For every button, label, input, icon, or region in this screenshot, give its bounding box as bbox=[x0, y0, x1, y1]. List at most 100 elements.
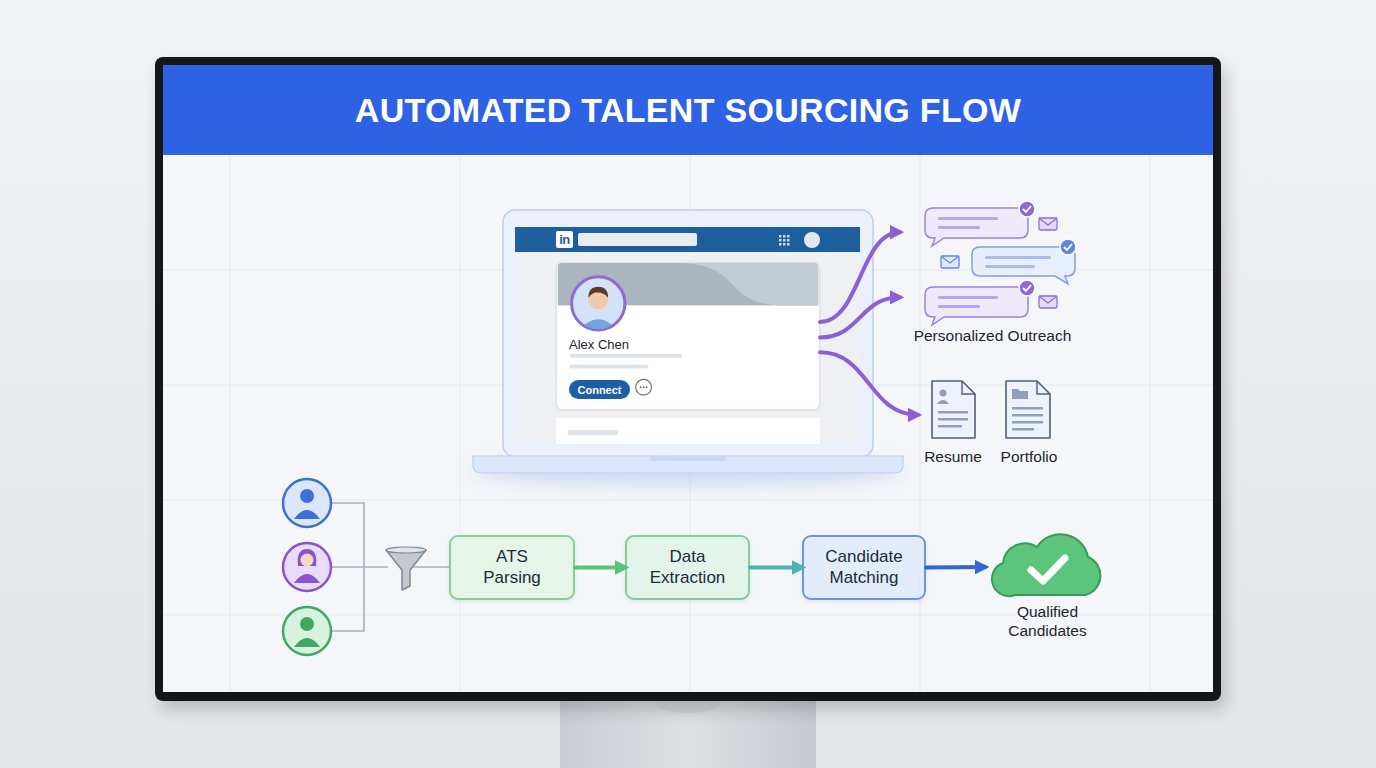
person-head bbox=[301, 554, 314, 567]
flow-arrow bbox=[750, 566, 802, 570]
message-line bbox=[938, 226, 980, 229]
grid-dot bbox=[779, 243, 782, 246]
message-bubble bbox=[925, 287, 1028, 325]
grid-line bbox=[230, 155, 231, 692]
grid-dot bbox=[787, 235, 790, 238]
person-icon bbox=[283, 607, 331, 655]
flow-arrow bbox=[820, 352, 918, 415]
outreach-group-art bbox=[900, 195, 1085, 350]
envelope-icon bbox=[1039, 296, 1057, 308]
node-text: Qualified Candidates bbox=[985, 603, 1110, 640]
source-wire bbox=[331, 567, 364, 631]
avatar-figure bbox=[578, 287, 619, 332]
funnel-body bbox=[386, 550, 426, 590]
next-card bbox=[556, 418, 820, 444]
source-wires bbox=[331, 503, 449, 631]
grid-dot bbox=[787, 243, 790, 246]
profile-card: Alex ChenConnect bbox=[556, 262, 820, 410]
text-line bbox=[938, 411, 968, 414]
funnel-wire bbox=[410, 566, 449, 568]
process-box: Candidate Matching bbox=[802, 535, 926, 600]
browser-bar bbox=[515, 227, 860, 252]
person-body bbox=[294, 510, 320, 519]
header-band bbox=[163, 65, 1213, 155]
node-text: Portfolio bbox=[994, 448, 1064, 467]
grid-dot bbox=[783, 239, 786, 242]
portfolio-document: Portfolio bbox=[994, 378, 1064, 466]
cloud-check bbox=[1031, 558, 1065, 581]
message-line bbox=[985, 256, 1051, 259]
person-body bbox=[294, 574, 320, 583]
check-mark bbox=[1023, 206, 1031, 212]
node-text: Data Extraction bbox=[645, 547, 730, 588]
message-line bbox=[938, 296, 998, 299]
person-icon bbox=[283, 543, 331, 591]
monitor-shadow bbox=[160, 66, 1226, 710]
text-line bbox=[1012, 414, 1043, 417]
grid-line bbox=[1150, 155, 1151, 692]
grid-line bbox=[460, 155, 461, 692]
flow-arrow bbox=[575, 566, 625, 570]
cloud-shape bbox=[992, 534, 1101, 596]
flow-arrow bbox=[820, 297, 900, 337]
page-fold bbox=[962, 381, 975, 394]
document-icon bbox=[1006, 381, 1050, 438]
message-bubble bbox=[972, 247, 1075, 284]
envelope-flap bbox=[1039, 296, 1057, 303]
message-line bbox=[938, 305, 980, 308]
grid-dot bbox=[787, 239, 790, 242]
person-circle bbox=[283, 543, 331, 591]
grid-line bbox=[920, 155, 921, 692]
person-circle bbox=[283, 479, 331, 527]
flow-arrow bbox=[820, 232, 900, 322]
placeholder-line bbox=[570, 354, 682, 358]
apps-grid-icon bbox=[779, 235, 790, 246]
placeholder-line bbox=[570, 365, 649, 369]
person-body bbox=[294, 638, 320, 647]
photo-head bbox=[940, 390, 947, 397]
more-dot bbox=[643, 386, 645, 388]
check-mark bbox=[1064, 244, 1072, 250]
grid-dot bbox=[783, 243, 786, 246]
person-hair bbox=[298, 549, 317, 566]
search-field bbox=[578, 233, 697, 246]
connect-button: Connect bbox=[569, 380, 630, 399]
account-avatar bbox=[804, 232, 820, 248]
envelope-icon bbox=[1039, 218, 1057, 230]
source-wire bbox=[331, 566, 388, 568]
logo-text: in bbox=[556, 231, 573, 248]
diagram-title: AUTOMATED TALENT SOURCING FLOW bbox=[163, 65, 1213, 155]
document-icon bbox=[932, 381, 975, 438]
cover-wave bbox=[676, 263, 818, 305]
node-text: Connect bbox=[578, 384, 622, 396]
process-box: Data Extraction bbox=[625, 535, 750, 600]
node-text: Candidate Matching bbox=[822, 547, 906, 588]
laptop-base bbox=[473, 456, 903, 473]
resume-document: Resume bbox=[918, 378, 988, 466]
more-dot bbox=[646, 386, 648, 388]
person-icon bbox=[283, 479, 331, 527]
grid-dot bbox=[779, 235, 782, 238]
person-head bbox=[300, 489, 314, 503]
outreach-group: Personalized Outreach bbox=[900, 195, 1085, 350]
laptop-glow bbox=[473, 454, 903, 486]
message-line bbox=[985, 265, 1035, 268]
person-head bbox=[300, 617, 314, 631]
envelope-icon bbox=[941, 256, 959, 268]
source-wire bbox=[331, 503, 364, 567]
more-dot bbox=[640, 386, 642, 388]
funnel-symbol bbox=[386, 547, 426, 590]
check-badge bbox=[1019, 201, 1035, 217]
laptop-screen bbox=[503, 210, 873, 457]
node-text: Resume bbox=[918, 448, 988, 467]
node-text: Personalized Outreach bbox=[900, 327, 1085, 346]
result-cloud: Qualified Candidates bbox=[985, 525, 1110, 637]
node-text: ATS Parsing bbox=[473, 547, 551, 588]
flow-arrow bbox=[926, 565, 985, 570]
page-fold bbox=[1037, 381, 1050, 394]
node-text: Alex Chen bbox=[569, 337, 629, 352]
text-line bbox=[938, 418, 968, 421]
message-bubble bbox=[925, 208, 1028, 246]
laptop-display bbox=[515, 227, 860, 443]
